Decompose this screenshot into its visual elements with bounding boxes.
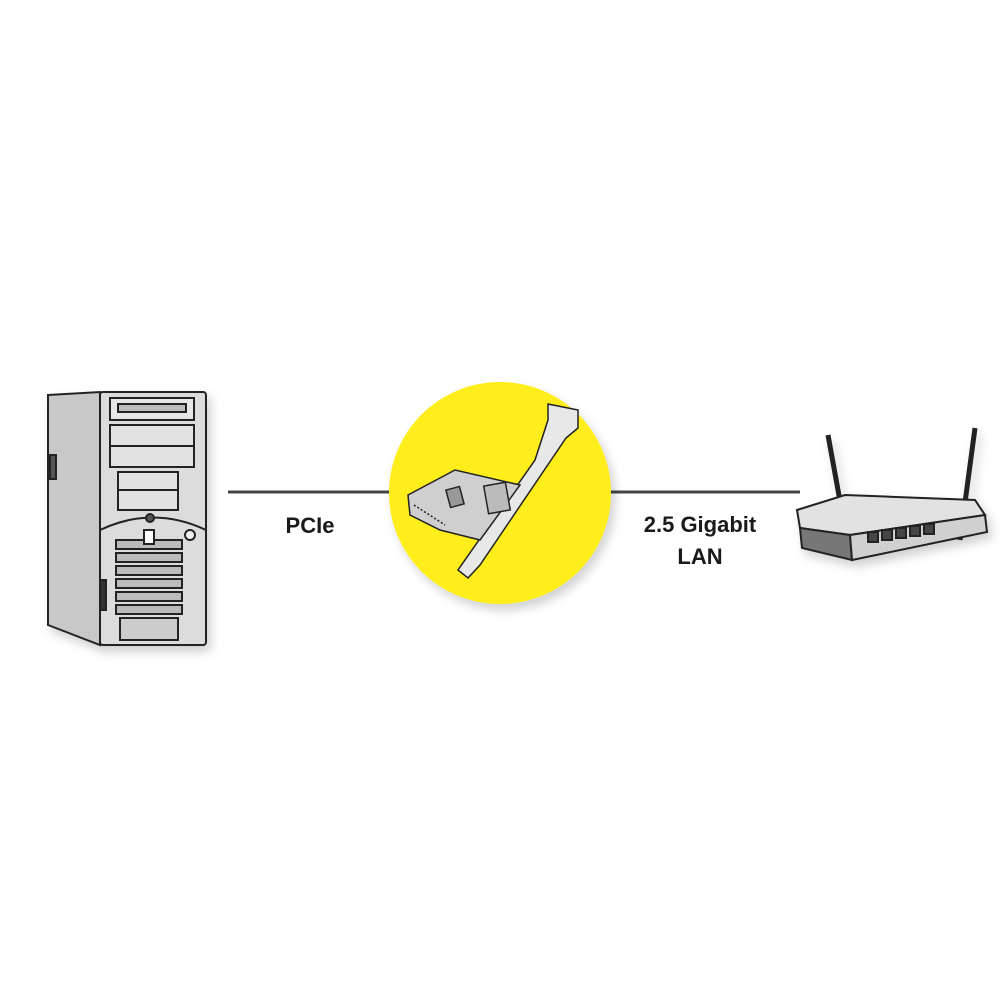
pcie-label: PCIe — [286, 513, 335, 538]
pc-tower-icon — [47, 390, 207, 647]
lan-label-line1: 2.5 Gigabit — [644, 512, 757, 537]
lan-label-line2: LAN — [677, 544, 722, 569]
router-icon — [795, 427, 989, 562]
pcie-network-card-icon — [407, 403, 579, 580]
